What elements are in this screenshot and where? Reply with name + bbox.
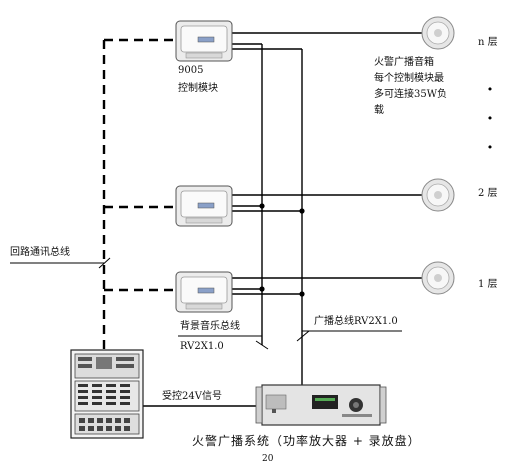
module-name-label: 控制模块 [178, 83, 218, 94]
control-module-1f [175, 271, 233, 313]
power-amplifier-rack-icon [255, 384, 387, 426]
floor-label-1: 1 层 [478, 279, 498, 290]
ellipsis-dot-1: • [487, 83, 494, 96]
speaker-1f-icon [421, 261, 455, 295]
speaker-annotation-line3: 多可连接35W负 [374, 89, 448, 100]
bg-music-bus-label: 背景音乐总线 [180, 321, 240, 332]
ellipsis-dot-2: • [487, 112, 494, 125]
fire-alarm-controller-icon [70, 349, 144, 439]
wiring [10, 32, 424, 407]
signal-24v-label: 受控24V信号 [162, 391, 222, 402]
bg-music-cable-label: RV2X1.0 [180, 341, 224, 352]
control-module-top [175, 20, 233, 62]
speaker-annotation-line4: 载 [374, 105, 384, 116]
page-number: 20 [262, 454, 274, 464]
floor-label-n: n 层 [478, 37, 498, 48]
system-title: 火警广播系统（功率放大器 + 录放盘） [192, 434, 421, 448]
floor-label-2: 2 层 [478, 188, 498, 199]
loop-bus-tick [98, 257, 111, 269]
module-code-label: 9005 [178, 65, 204, 76]
junctions [259, 203, 305, 297]
speaker-annotation-line2: 每个控制模块最 [374, 73, 444, 84]
speaker-annotation-line1: 火警广播音箱 [374, 57, 434, 68]
control-module-2f [175, 185, 233, 227]
ellipsis-dot-3: • [487, 141, 494, 154]
speaker-n-icon [421, 16, 455, 50]
speaker-2f-icon [421, 178, 455, 212]
loop-bus-label: 回路通讯总线 [10, 247, 70, 258]
broadcast-bus-label: 广播总线RV2X1.0 [314, 316, 398, 327]
